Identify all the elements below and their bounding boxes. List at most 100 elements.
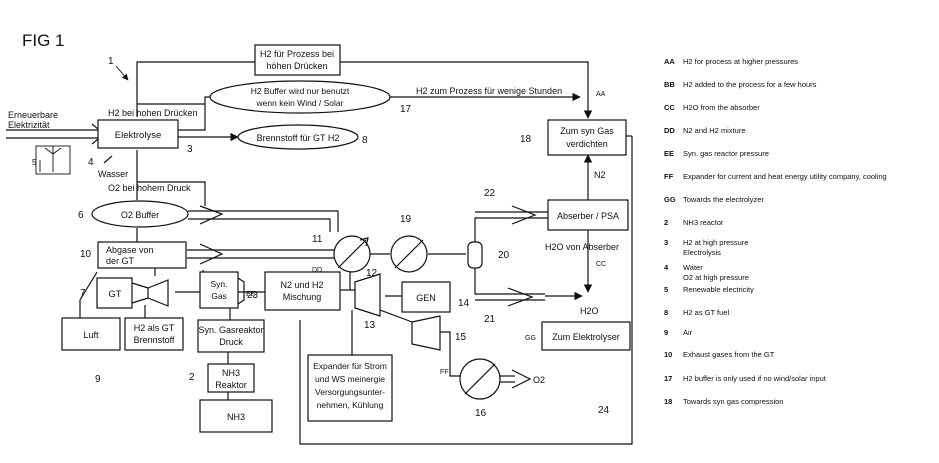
legend-row: CC H2O from the absorber <box>664 103 760 112</box>
svg-text:AA: AA <box>596 91 606 98</box>
box-nh3: NH3 <box>200 400 272 432</box>
svg-text:DD: DD <box>312 267 322 274</box>
legend: AA H2 for process at higher pressuresBB H2… <box>664 57 887 406</box>
box-h2-prozess: H2 für Prozess bei höhen Drücken <box>255 45 340 75</box>
legend-key: EE <box>664 149 674 158</box>
svg-text:Reaktor: Reaktor <box>215 380 247 390</box>
box-h2-gt: H2 als GT Brennstoff <box>125 318 183 350</box>
legend-text: Expander for current and heat energy uti… <box>683 172 887 181</box>
svg-text:Mischung: Mischung <box>283 292 322 302</box>
svg-text:nehmen, Kühlung: nehmen, Kühlung <box>317 400 384 410</box>
ref-1: 1 <box>108 56 114 67</box>
legend-row: FFExpander for current and heat energy u… <box>664 172 887 181</box>
legend-text: Towards the electrolyzer <box>683 195 764 204</box>
box-expander: Expander für Strom und WS meinergie Vers… <box>308 355 392 421</box>
ref-17: 17 <box>400 104 412 115</box>
legend-row: 18Towards syn gas compression <box>664 397 783 406</box>
ref-9: 9 <box>95 374 101 385</box>
ref-23: 23 <box>247 290 259 301</box>
ref-12: 12 <box>366 268 378 279</box>
box-luft: Luft <box>62 318 120 350</box>
ellipse-o2-buffer: O2 Buffer <box>92 201 188 227</box>
svg-text:wenn kein Wind / Solar: wenn kein Wind / Solar <box>256 98 344 108</box>
ref-20: 20 <box>498 250 510 261</box>
expander-13 <box>355 274 380 316</box>
legend-key: GG <box>664 195 676 204</box>
svg-text:H2 Buffer wird nur benutzt: H2 Buffer wird nur benutzt <box>251 86 350 96</box>
legend-key: 4 <box>664 263 669 272</box>
ref-18: 18 <box>520 134 532 145</box>
legend-key: AA <box>664 57 675 66</box>
ref-15: 15 <box>455 332 467 343</box>
svg-text:O2: O2 <box>533 375 545 385</box>
ellipse-h2-buffer: H2 Buffer wird nur benutzt wenn kein Win… <box>210 81 390 113</box>
legend-text-line2: O2 at high pressure <box>683 273 749 282</box>
box-nh3-reaktor: NH3 Reaktor <box>208 364 254 392</box>
legend-text: H2 for process at higher pressures <box>683 57 798 66</box>
svg-text:Elektrizität: Elektrizität <box>8 120 50 130</box>
svg-text:höhen Drücken: höhen Drücken <box>266 61 327 71</box>
svg-text:Luft: Luft <box>83 330 99 340</box>
legend-key: 10 <box>664 350 672 359</box>
legend-text: Exhaust gases from the GT <box>683 350 775 359</box>
svg-text:CC: CC <box>596 261 606 268</box>
legend-text: Air <box>683 328 693 337</box>
legend-text: N2 and H2 mixture <box>683 126 746 135</box>
wind-turbine-icon <box>36 146 70 174</box>
legend-row: EESyn. gas reactor pressure <box>664 149 769 158</box>
ref-14: 14 <box>458 298 470 309</box>
box-gen: GEN <box>402 282 450 312</box>
ref-5: 5 <box>32 158 37 167</box>
legend-row: 8 H2 as GT fuel <box>664 308 729 317</box>
legend-row: 4 WaterO2 at high pressure <box>664 263 749 282</box>
svg-text:Zum Elektrolyser: Zum Elektrolyser <box>552 332 620 342</box>
box-abgase: Abgase von der GT <box>98 242 186 268</box>
heat-exchanger-11 <box>334 236 370 272</box>
ref-8: 8 <box>362 135 368 146</box>
svg-text:GT: GT <box>108 289 121 300</box>
svg-text:GEN: GEN <box>416 293 436 303</box>
legend-key: BB <box>664 80 675 89</box>
legend-text: Water <box>683 263 703 272</box>
legend-row: 17H2 buffer is only used if no wind/sola… <box>664 374 827 383</box>
heat-exchanger-16 <box>460 359 500 399</box>
legend-text: H2 as GT fuel <box>683 308 729 317</box>
expander-15 <box>412 316 440 350</box>
ref-10: 10 <box>80 249 92 260</box>
legend-key: 8 <box>664 308 668 317</box>
legend-key: 18 <box>664 397 672 406</box>
ref-11: 11 <box>312 234 323 245</box>
legend-text: H2 added to the process for a few hours <box>683 80 817 89</box>
legend-row: 2NH3 reactor <box>664 218 724 227</box>
svg-text:Brennstoff für GT H2: Brennstoff für GT H2 <box>257 133 340 143</box>
syn-gas-compressor: Syn. Gas <box>200 272 244 308</box>
svg-text:Abserber / PSA: Abserber / PSA <box>557 211 619 221</box>
svg-text:Syn. Gasreaktor: Syn. Gasreaktor <box>198 325 263 335</box>
svg-text:NH3: NH3 <box>227 412 245 422</box>
legend-row: 5Renewable electricity <box>664 285 754 294</box>
svg-text:Erneuerbare: Erneuerbare <box>8 110 58 120</box>
svg-text:der GT: der GT <box>106 256 135 266</box>
ellipse-brennstoff: Brennstoff für GT H2 <box>238 125 358 149</box>
legend-text: H2O from the absorber <box>683 103 760 112</box>
svg-text:Abgase von: Abgase von <box>106 245 154 255</box>
heat-exchanger-19 <box>391 236 427 272</box>
ref-4: 4 <box>88 157 94 168</box>
svg-text:O2 Buffer: O2 Buffer <box>121 210 159 220</box>
svg-text:Wasser: Wasser <box>98 169 128 179</box>
legend-text-line2: Electrolysis <box>683 248 721 257</box>
svg-text:Gas: Gas <box>211 291 227 301</box>
svg-text:GG: GG <box>525 335 536 342</box>
ref-6: 6 <box>78 210 84 221</box>
svg-text:Zum syn Gas: Zum syn Gas <box>560 126 614 136</box>
legend-row: 10 Exhaust gases from the GT <box>664 350 775 359</box>
svg-text:H2O: H2O <box>580 306 599 316</box>
svg-text:FF: FF <box>440 369 449 376</box>
svg-text:H2 als GT: H2 als GT <box>134 323 175 333</box>
svg-text:H2 zum Prozess für wenige Stun: H2 zum Prozess für wenige Stunden <box>416 86 562 96</box>
legend-key: CC <box>664 103 675 112</box>
ref-7: 7 <box>80 288 86 299</box>
legend-row: 9Air <box>664 328 693 337</box>
ref-13: 13 <box>364 320 376 331</box>
